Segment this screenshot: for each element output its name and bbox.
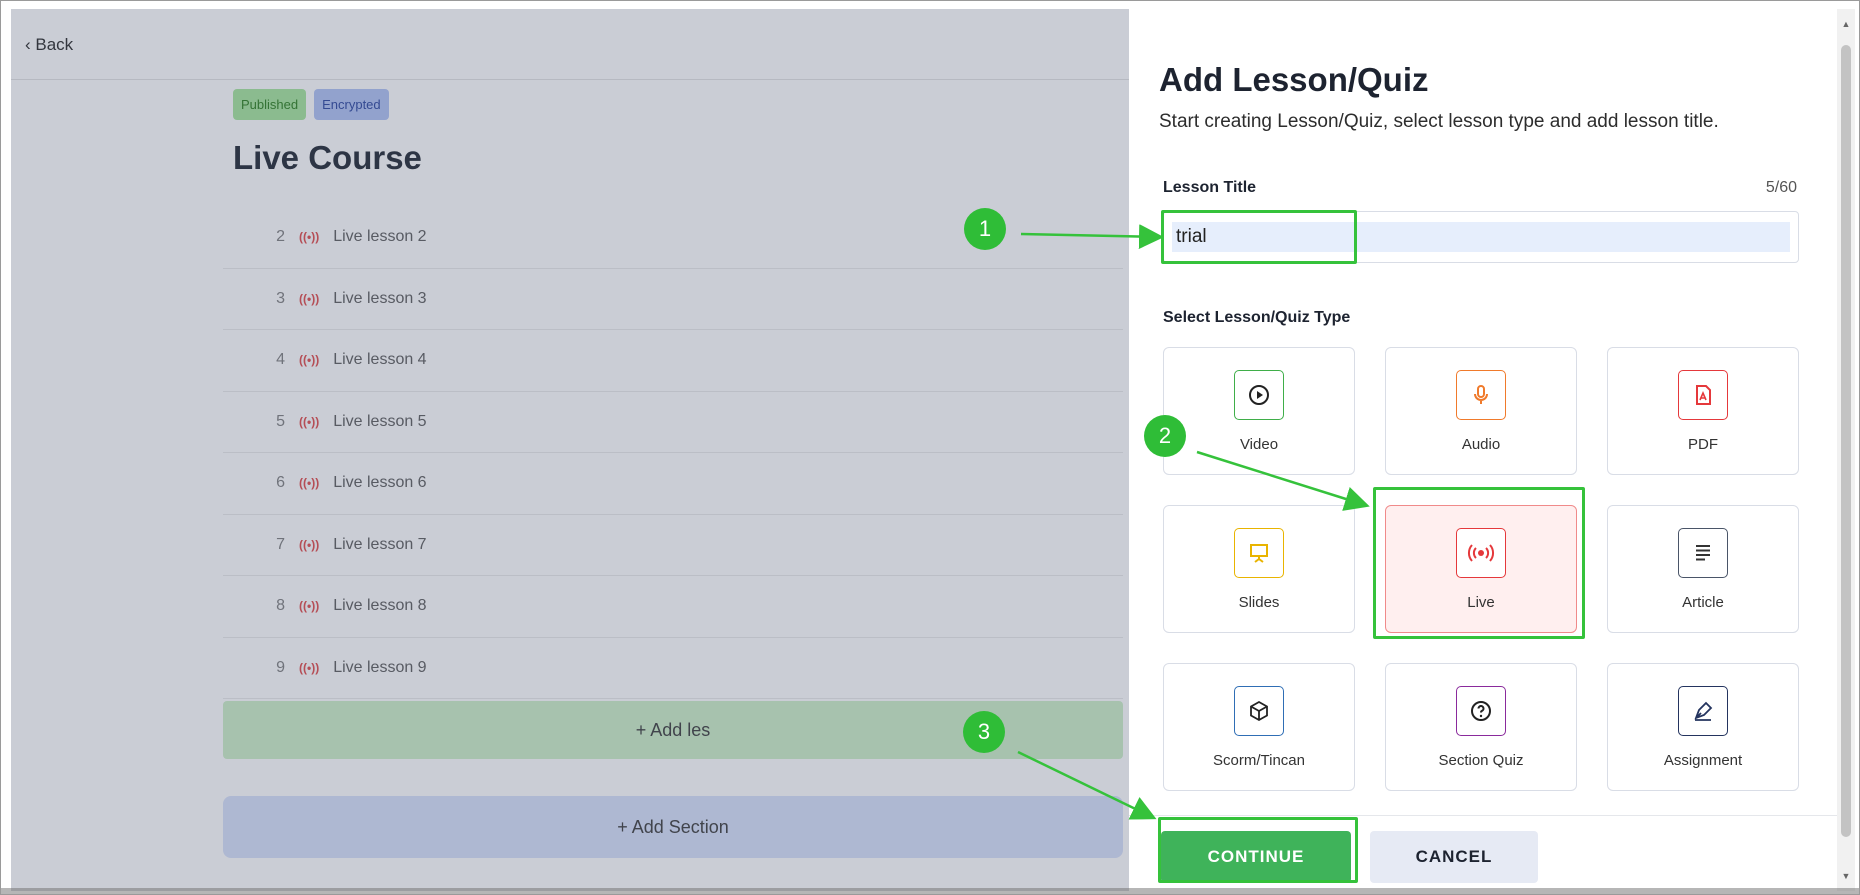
step-3-marker: 3	[963, 711, 1005, 753]
lesson-number: 9	[276, 658, 285, 676]
scroll-down-arrow-icon[interactable]: ▼	[1841, 871, 1851, 881]
live-broadcast-icon	[1456, 527, 1506, 578]
lesson-row[interactable]: 6 ((•)) Live lesson 6	[223, 453, 1123, 515]
scroll-up-arrow-icon[interactable]: ▲	[1841, 19, 1851, 29]
question-circle-icon	[1456, 685, 1506, 736]
status-badges: Published Encrypted	[233, 89, 389, 120]
drawer-scrollbar[interactable]: ▲ ▼	[1837, 9, 1855, 891]
pen-icon	[1678, 685, 1728, 736]
live-icon: ((•))	[299, 353, 320, 368]
cube-icon	[1234, 685, 1284, 736]
live-icon: ((•))	[299, 230, 320, 245]
presentation-icon	[1234, 527, 1284, 578]
article-icon	[1678, 527, 1728, 578]
type-label: Scorm/Tincan	[1213, 751, 1305, 769]
pdf-icon	[1678, 369, 1728, 420]
scrollbar-thumb[interactable]	[1841, 45, 1851, 837]
live-icon: ((•))	[299, 599, 320, 614]
lesson-number: 8	[276, 597, 285, 615]
continue-button[interactable]: CONTINUE	[1161, 831, 1351, 883]
type-video-tile[interactable]: Video	[1163, 347, 1355, 475]
modal-backdrop[interactable]	[11, 9, 1129, 891]
type-pdf-tile[interactable]: PDF	[1607, 347, 1799, 475]
character-counter: 5/60	[1765, 179, 1797, 196]
type-label: Audio	[1461, 435, 1501, 453]
type-assignment-tile[interactable]: Assignment	[1607, 663, 1799, 791]
back-link[interactable]: ‹ Back	[25, 35, 74, 54]
type-audio-tile[interactable]: Audio	[1385, 347, 1577, 475]
lesson-list: 2((•))Live lesson 2 3((•))Live lesson 3 …	[223, 207, 1123, 699]
step-1-marker: 1	[964, 208, 1006, 250]
lesson-number: 5	[276, 412, 285, 430]
lesson-row[interactable]: 3 ((•)) Live lesson 3	[223, 269, 1123, 330]
lesson-number: 3	[276, 289, 285, 307]
play-circle-icon	[1234, 369, 1284, 420]
add-lesson-drawer: Add Lesson/Quiz Start creating Lesson/Qu…	[1129, 9, 1841, 891]
lesson-title: Live lesson 4	[333, 351, 427, 369]
lesson-row[interactable]: 7 ((•)) Live lesson 7	[223, 515, 1123, 576]
lesson-title: Live lesson 3	[333, 289, 427, 307]
lesson-title: Live lesson 5	[333, 412, 427, 430]
footer-divider	[1129, 815, 1841, 816]
type-label: Assignment	[1663, 751, 1743, 769]
lesson-title-label: Lesson Title	[1163, 179, 1257, 196]
lesson-row[interactable]: 4 ((•)) Live lesson 4	[223, 330, 1123, 392]
lesson-title: Live lesson 2	[333, 228, 427, 246]
type-label: Slides	[1238, 593, 1280, 611]
live-icon: ((•))	[299, 660, 320, 675]
lesson-row[interactable]: 9 ((•)) Live lesson 9	[223, 638, 1123, 699]
drawer-subtitle: Start creating Lesson/Quiz, select lesso…	[1159, 111, 1719, 132]
lesson-type-label: Select Lesson/Quiz Type	[1163, 309, 1351, 326]
lesson-type-grid: Video Audio PDF Slides	[1163, 347, 1799, 791]
lesson-row[interactable]: 5 ((•)) Live lesson 5	[223, 392, 1123, 453]
type-article-tile[interactable]: Article	[1607, 505, 1799, 633]
type-slides-tile[interactable]: Slides	[1163, 505, 1355, 633]
live-icon: ((•))	[299, 414, 320, 429]
live-icon: ((•))	[299, 476, 320, 491]
lesson-number: 7	[276, 535, 285, 553]
type-label: Live	[1467, 593, 1495, 611]
cancel-button[interactable]: CANCEL	[1370, 831, 1538, 883]
lesson-title: Live lesson 6	[333, 474, 427, 492]
lesson-number: 2	[276, 228, 285, 246]
type-label: Article	[1682, 593, 1724, 611]
encrypted-badge: Encrypted	[314, 89, 389, 120]
header-divider	[11, 79, 1129, 80]
lesson-number: 6	[276, 474, 285, 492]
type-scorm-tile[interactable]: Scorm/Tincan	[1163, 663, 1355, 791]
type-label: PDF	[1688, 435, 1718, 453]
course-title: Live Course	[233, 139, 422, 176]
lesson-title-input[interactable]	[1172, 222, 1790, 252]
lesson-title: Live lesson 7	[333, 535, 427, 553]
live-icon: ((•))	[299, 291, 320, 306]
live-icon: ((•))	[299, 537, 320, 552]
step-2-marker: 2	[1144, 415, 1186, 457]
lesson-title: Live lesson 8	[333, 597, 427, 615]
add-section-button[interactable]: + Add Section	[223, 796, 1123, 858]
microphone-icon	[1456, 369, 1506, 420]
lesson-number: 4	[276, 351, 285, 369]
type-label: Video	[1239, 435, 1279, 453]
published-badge: Published	[233, 89, 307, 120]
drawer-title: Add Lesson/Quiz	[1159, 61, 1429, 98]
type-live-tile[interactable]: Live	[1385, 505, 1577, 633]
lesson-row[interactable]: 2 ((•)) Live lesson 2	[223, 207, 1123, 269]
type-label: Section Quiz	[1438, 751, 1524, 769]
type-section-quiz-tile[interactable]: Section Quiz	[1385, 663, 1577, 791]
lesson-row[interactable]: 8 ((•)) Live lesson 8	[223, 576, 1123, 638]
lesson-title: Live lesson 9	[333, 658, 427, 676]
lesson-title-field[interactable]	[1163, 211, 1799, 263]
